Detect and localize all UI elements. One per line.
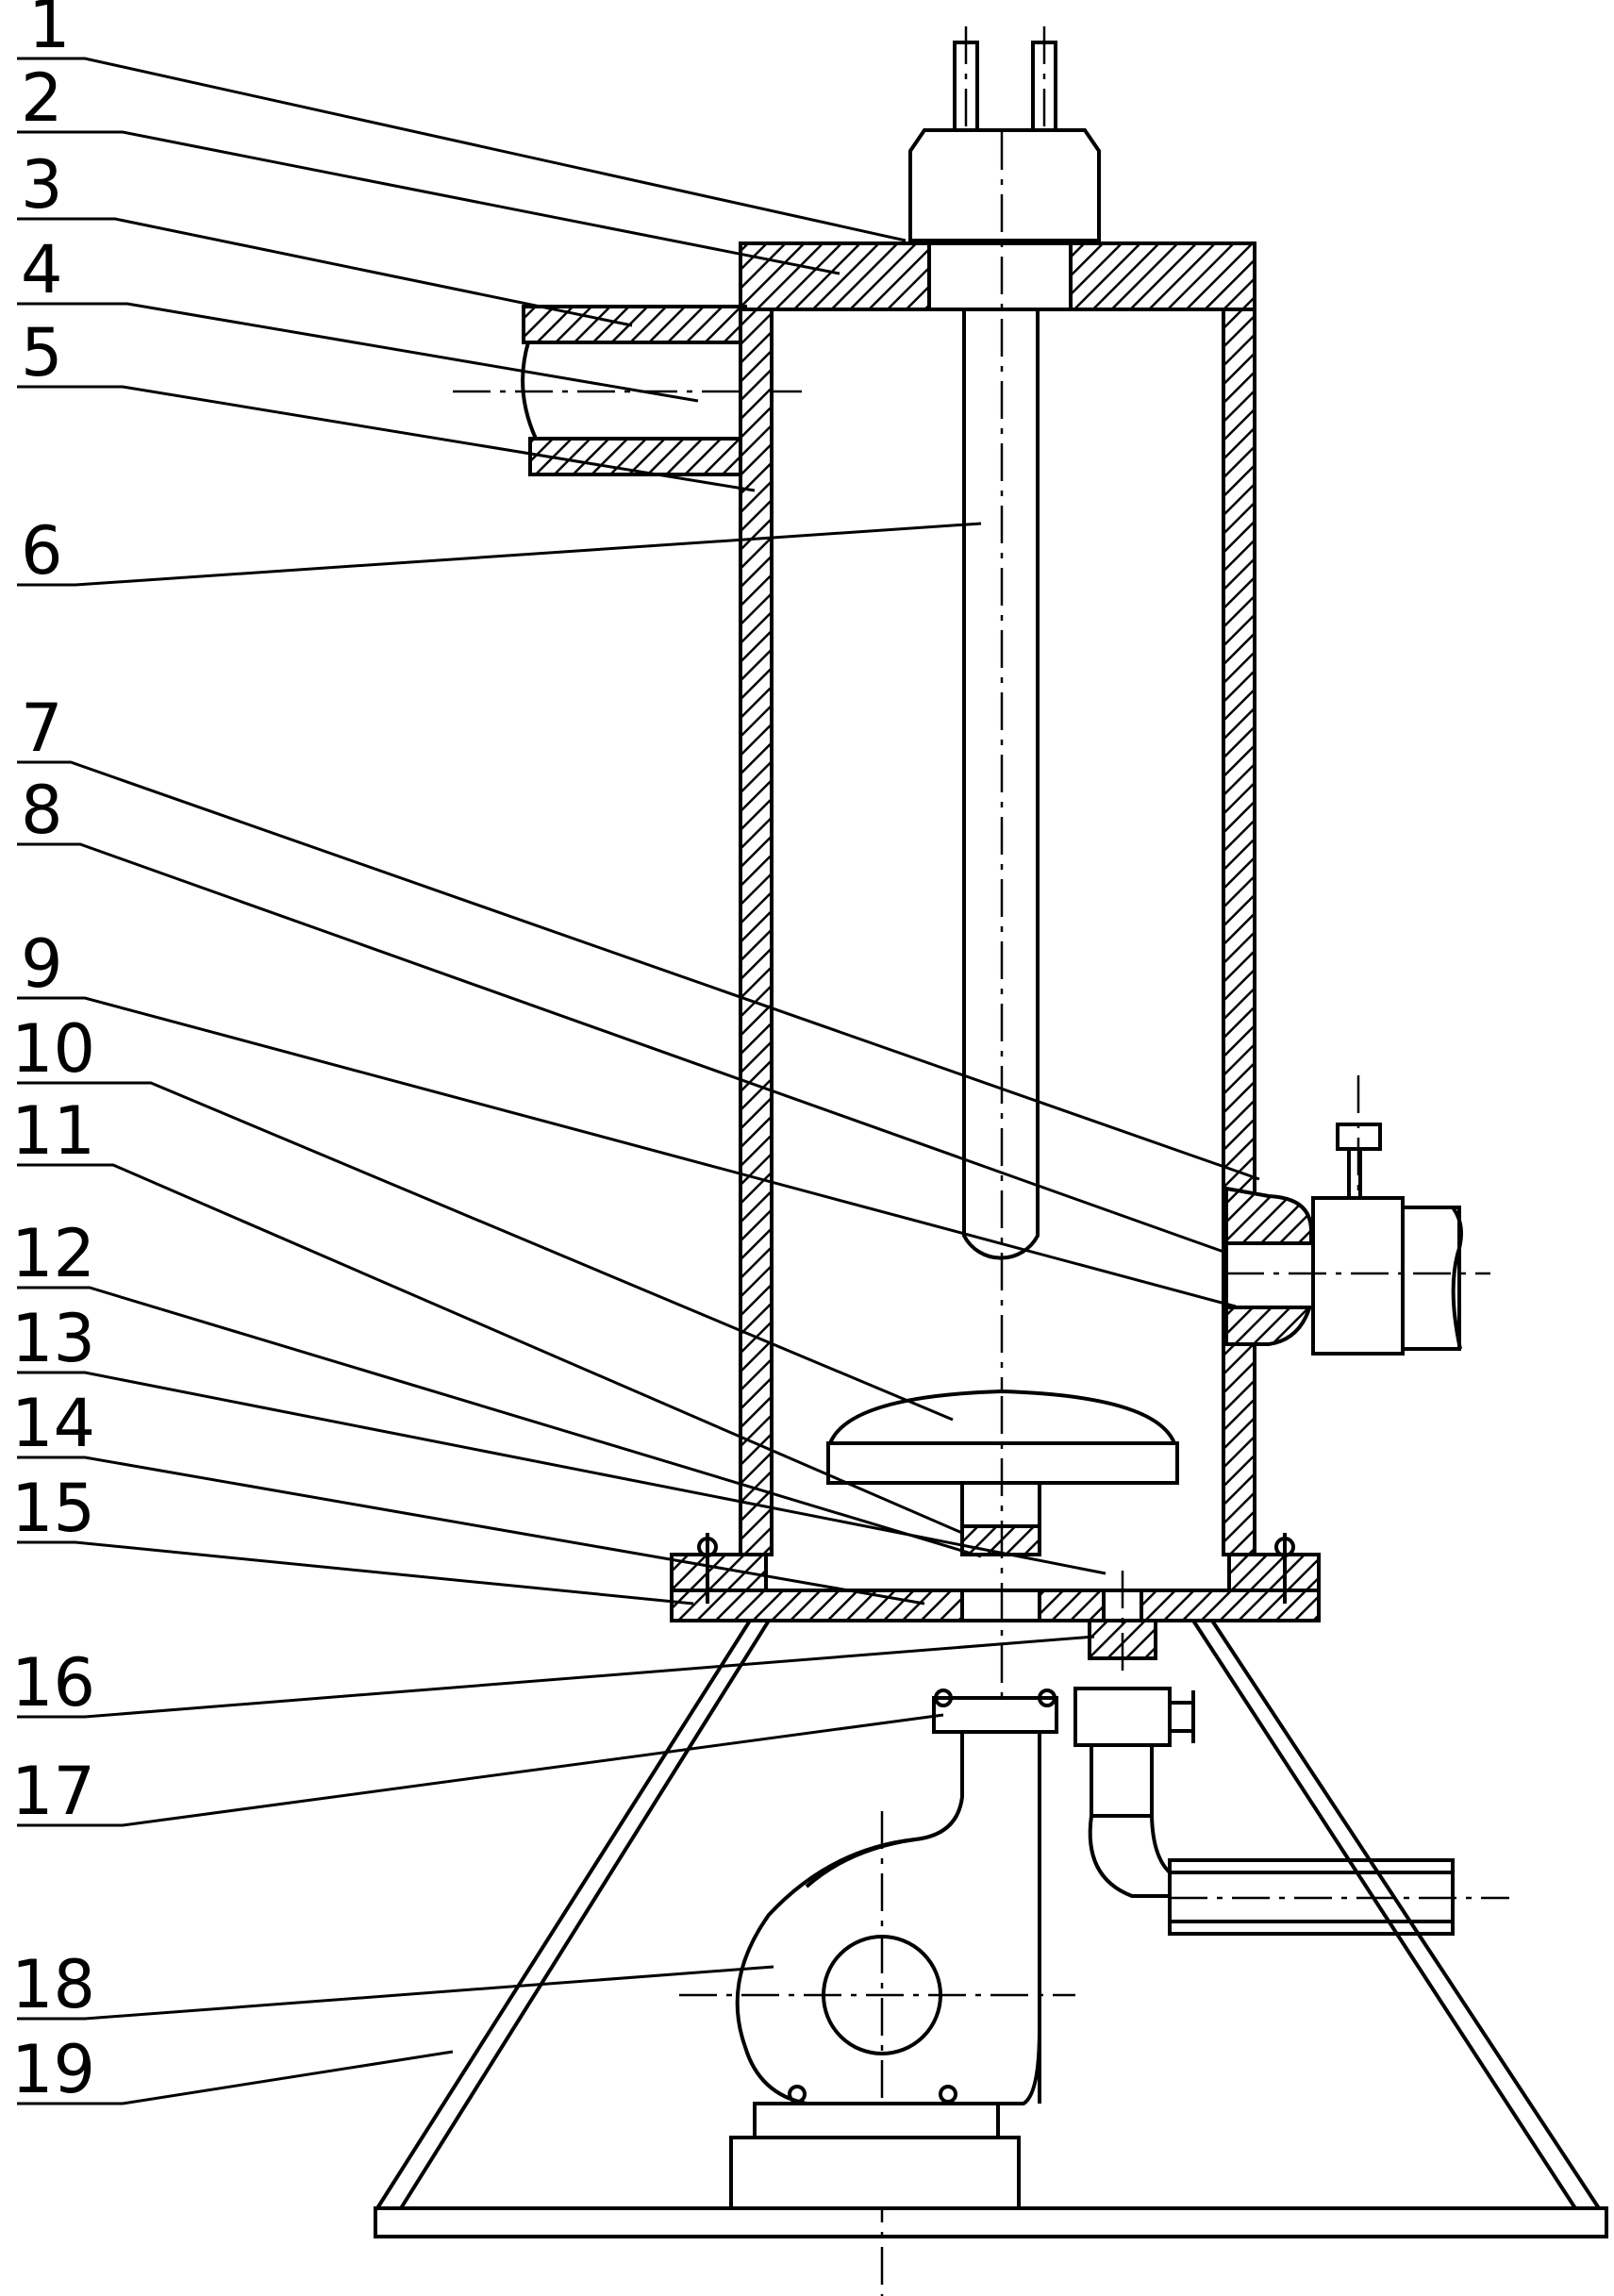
leader-17 <box>17 1713 944 1827</box>
callout-label-16: 16 <box>11 1644 95 1722</box>
leader-7 <box>17 760 1260 1181</box>
callout-label-7: 7 <box>21 690 63 767</box>
leader-19 <box>17 2050 454 2105</box>
leader-13 <box>17 1371 1107 1575</box>
leader-5 <box>17 385 756 492</box>
callout-labels: 1 2 3 4 5 6 7 8 9 10 11 12 13 14 15 16 1… <box>11 0 95 2108</box>
leader-14 <box>17 1456 925 1606</box>
leader-3 <box>17 217 633 327</box>
stand-frame <box>374 1619 1608 2238</box>
callout-label-3: 3 <box>21 146 63 224</box>
top-cover-plate <box>739 241 1256 311</box>
callout-label-10: 10 <box>11 1010 95 1088</box>
leader-12 <box>17 1286 982 1558</box>
leader-15 <box>17 1540 694 1606</box>
callout-label-6: 6 <box>21 512 63 590</box>
leader-11 <box>17 1163 963 1535</box>
leader-4 <box>17 302 699 403</box>
callout-label-5: 5 <box>21 314 63 391</box>
leader-6 <box>17 522 982 587</box>
callout-label-4: 4 <box>21 231 63 308</box>
leader-16 <box>17 1635 1095 1719</box>
callout-label-12: 12 <box>11 1215 95 1292</box>
cylinder-shell <box>739 308 1256 1556</box>
callout-label-17: 17 <box>11 1753 95 1830</box>
pump <box>679 1396 1075 2296</box>
callout-label-13: 13 <box>11 1300 95 1377</box>
drain-pipe-and-valve <box>1073 1571 1509 1936</box>
leader-1 <box>17 57 907 242</box>
side-outlet-valve <box>1224 1075 1490 1356</box>
leader-2 <box>17 130 840 275</box>
callout-label-1: 1 <box>28 0 71 63</box>
leader-18 <box>17 1965 774 2021</box>
callout-label-11: 11 <box>11 1092 95 1170</box>
leader-10 <box>17 1081 954 1422</box>
leader-9 <box>17 996 1237 1308</box>
top-electrode-terminals <box>908 26 1101 242</box>
callout-label-9: 9 <box>21 925 63 1003</box>
leader-8 <box>17 842 1227 1255</box>
callout-label-19: 19 <box>11 2031 95 2108</box>
callout-label-18: 18 <box>11 1946 95 2023</box>
callout-leaders <box>17 57 1260 2105</box>
electrode-rod <box>962 132 1040 1396</box>
callout-label-2: 2 <box>21 59 63 137</box>
callout-label-8: 8 <box>21 772 63 849</box>
callout-label-14: 14 <box>11 1385 95 1462</box>
callout-label-15: 15 <box>11 1470 95 1547</box>
